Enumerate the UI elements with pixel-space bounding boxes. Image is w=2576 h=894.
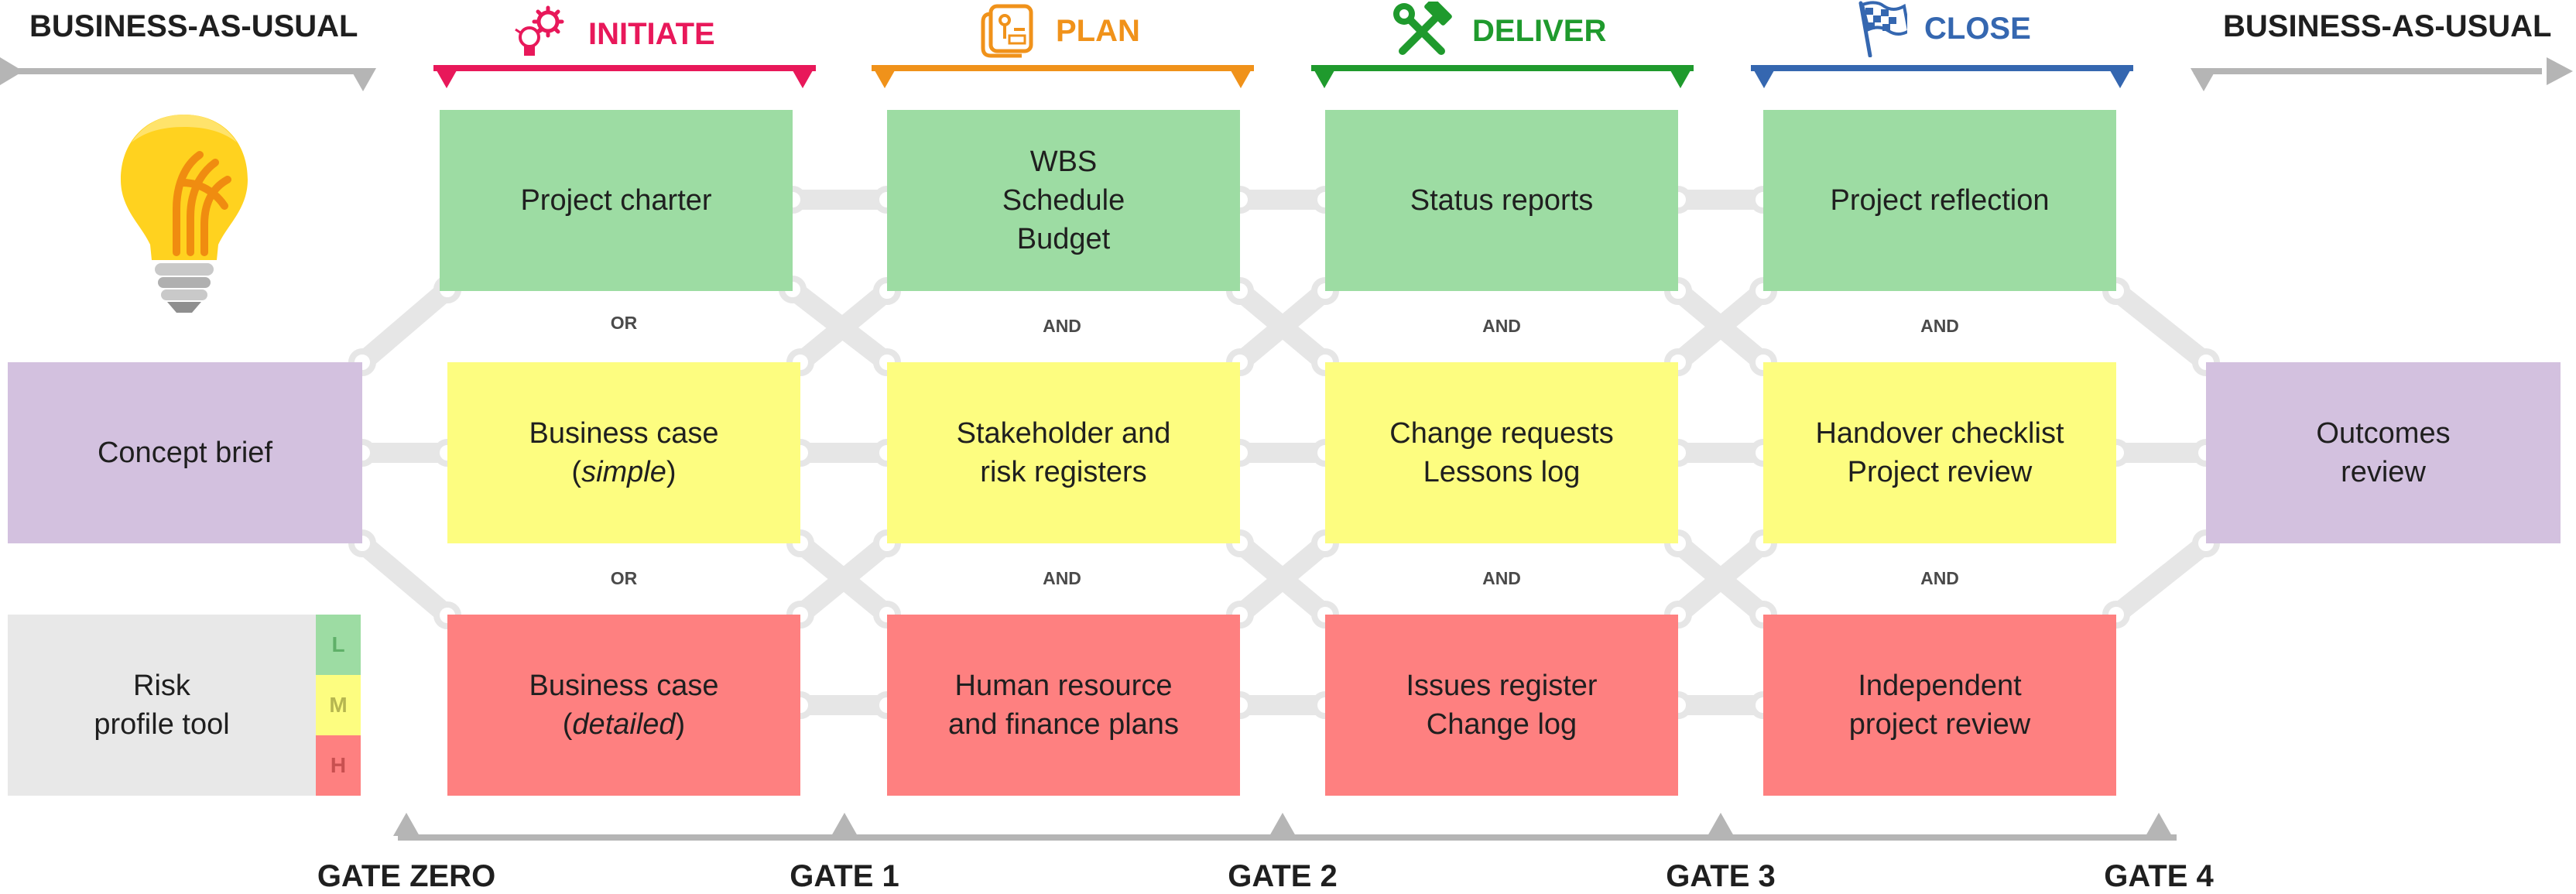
conj-plan-top: AND	[1043, 316, 1081, 336]
phase-plan-bar	[872, 65, 1254, 88]
connector-line	[1668, 533, 1773, 625]
conj-plan-bottom: AND	[1043, 568, 1081, 588]
project-charter-box: Project charter	[440, 110, 793, 291]
conj-deliver-bottom: AND	[1482, 568, 1521, 588]
lightbulb-icon	[121, 115, 248, 313]
bau-right-label: BUSINESS-AS-USUAL	[2223, 9, 2552, 43]
gate-3-marker	[1708, 813, 1734, 836]
stakeholder-risk-registers-box: Stakeholder and risk registers	[887, 362, 1240, 543]
conj-initiate-top: OR	[610, 313, 638, 333]
phase-plan-header: PLAN	[980, 2, 1140, 60]
business-case-detailed-label: Business case(detailed)	[529, 670, 719, 741]
concept-brief-label: Concept brief	[97, 437, 272, 469]
connector-line	[2106, 281, 2216, 372]
outcomes-review-box: Outcomes review	[2206, 362, 2561, 543]
bau-left-line	[5, 68, 361, 74]
risk-profile-tool-box: Risk profile tool	[8, 615, 316, 796]
gate-1-marker	[831, 813, 858, 836]
gate-1-label: GATE 1	[790, 859, 899, 893]
bau-left-arrow-end	[350, 68, 376, 91]
risk-profile-tool-label: Risk profile tool	[94, 670, 230, 741]
checkered-flag-icon	[1858, 1, 1907, 57]
bau-left-arrow-start	[0, 57, 23, 85]
blueprint-icon	[981, 4, 1033, 58]
wbs-schedule-budget-box: WBS Schedule Budget	[887, 110, 1240, 291]
phase-deliver-bar	[1311, 65, 1694, 88]
change-requests-lessons-box: Change requests Lessons log	[1325, 362, 1678, 543]
gate-3-label: GATE 3	[1666, 859, 1776, 893]
risk-level-medium: M	[316, 675, 361, 735]
gate-2-label: GATE 2	[1228, 859, 1338, 893]
risk-level-low: L	[316, 615, 361, 675]
phase-close-bar	[1751, 65, 2133, 88]
bau-right-arrow-start	[2191, 68, 2217, 91]
concept-brief-box: Concept brief	[8, 362, 362, 543]
independent-review-box: Independent project review	[1763, 615, 2116, 796]
bau-right-line	[2194, 68, 2542, 74]
phase-initiate-bar	[433, 65, 816, 88]
gate-4-label: GATE 4	[2104, 859, 2214, 893]
connector-line	[352, 533, 457, 625]
connector-line	[2106, 533, 2216, 625]
gate-zero-label: GATE ZERO	[317, 859, 496, 893]
bau-right-arrow-end	[2547, 57, 2573, 85]
connector-line	[790, 533, 897, 625]
phase-deliver-header: DELIVER	[1390, 2, 1606, 60]
risk-level-high: H	[316, 735, 361, 796]
phase-close-header: CLOSE	[1853, 0, 2031, 57]
connector-line	[1230, 533, 1335, 625]
connector-line	[790, 281, 897, 372]
hr-finance-plans-box: Human resource and finance plans	[887, 615, 1240, 796]
conj-close-top: AND	[1920, 316, 1959, 336]
status-reports-box: Status reports	[1325, 110, 1678, 291]
project-reflection-box: Project reflection	[1763, 110, 2116, 291]
conj-deliver-top: AND	[1482, 316, 1521, 336]
business-case-simple-label: Business case(simple)	[529, 417, 719, 488]
business-case-detailed-box: Business case(detailed)	[447, 615, 800, 796]
connector-line	[1230, 281, 1335, 372]
connector-line	[1668, 281, 1773, 372]
connector-line	[352, 279, 457, 372]
phase-initiate-header: INITIATE	[512, 5, 715, 63]
phase-plan-label: PLAN	[1056, 14, 1140, 48]
gate-timeline	[398, 834, 2177, 841]
conj-close-bottom: AND	[1920, 568, 1959, 588]
tools-icon	[1393, 2, 1452, 55]
phase-initiate-label: INITIATE	[588, 17, 715, 51]
handover-project-review-box: Handover checklist Project review	[1763, 362, 2116, 543]
gate-4-marker	[2146, 813, 2172, 836]
gate-zero-marker	[393, 813, 420, 836]
issues-change-log-box: Issues register Change log	[1325, 615, 1678, 796]
conj-initiate-bottom: OR	[610, 568, 638, 588]
phase-close-label: CLOSE	[1924, 12, 2031, 46]
business-case-simple-box: Business case(simple)	[447, 362, 800, 543]
bau-left-label: BUSINESS-AS-USUAL	[29, 9, 358, 43]
gear-bulb-icon	[515, 5, 564, 56]
gate-2-marker	[1269, 813, 1296, 836]
phase-deliver-label: DELIVER	[1472, 14, 1607, 48]
